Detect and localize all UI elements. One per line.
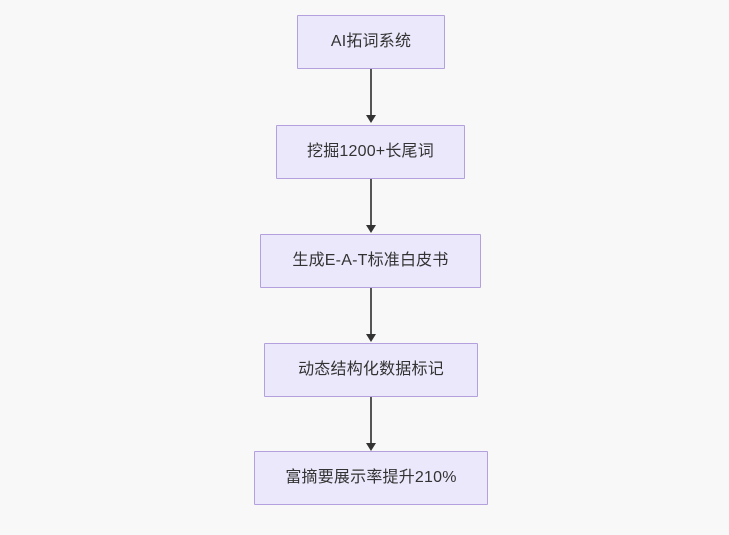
flow-edge-4 — [370, 397, 372, 445]
flow-node-rich-snippet-rate-increase[interactable]: 富摘要展示率提升210% — [254, 451, 488, 505]
flow-node-dynamic-structured-data-markup[interactable]: 动态结构化数据标记 — [264, 343, 478, 397]
flow-node-label: 富摘要展示率提升210% — [285, 469, 457, 486]
flow-node-label: 生成E-A-T标准白皮书 — [292, 252, 449, 269]
flow-node-label: 动态结构化数据标记 — [298, 361, 444, 378]
flow-edge-3 — [370, 288, 372, 336]
arrow-head-icon — [366, 225, 376, 233]
flow-edge-1 — [370, 69, 372, 117]
flow-edge-2 — [370, 179, 372, 227]
arrow-head-icon — [366, 334, 376, 342]
flow-node-generate-eat-whitepaper[interactable]: 生成E-A-T标准白皮书 — [260, 234, 481, 288]
arrow-head-icon — [366, 443, 376, 451]
flow-node-mine-longtail-keywords[interactable]: 挖掘1200+长尾词 — [276, 125, 465, 179]
flow-node-label: AI拓词系统 — [330, 33, 412, 50]
arrow-head-icon — [366, 115, 376, 123]
flow-node-label: 挖掘1200+长尾词 — [307, 143, 434, 160]
flow-node-ai-keyword-system[interactable]: AI拓词系统 — [297, 15, 445, 69]
